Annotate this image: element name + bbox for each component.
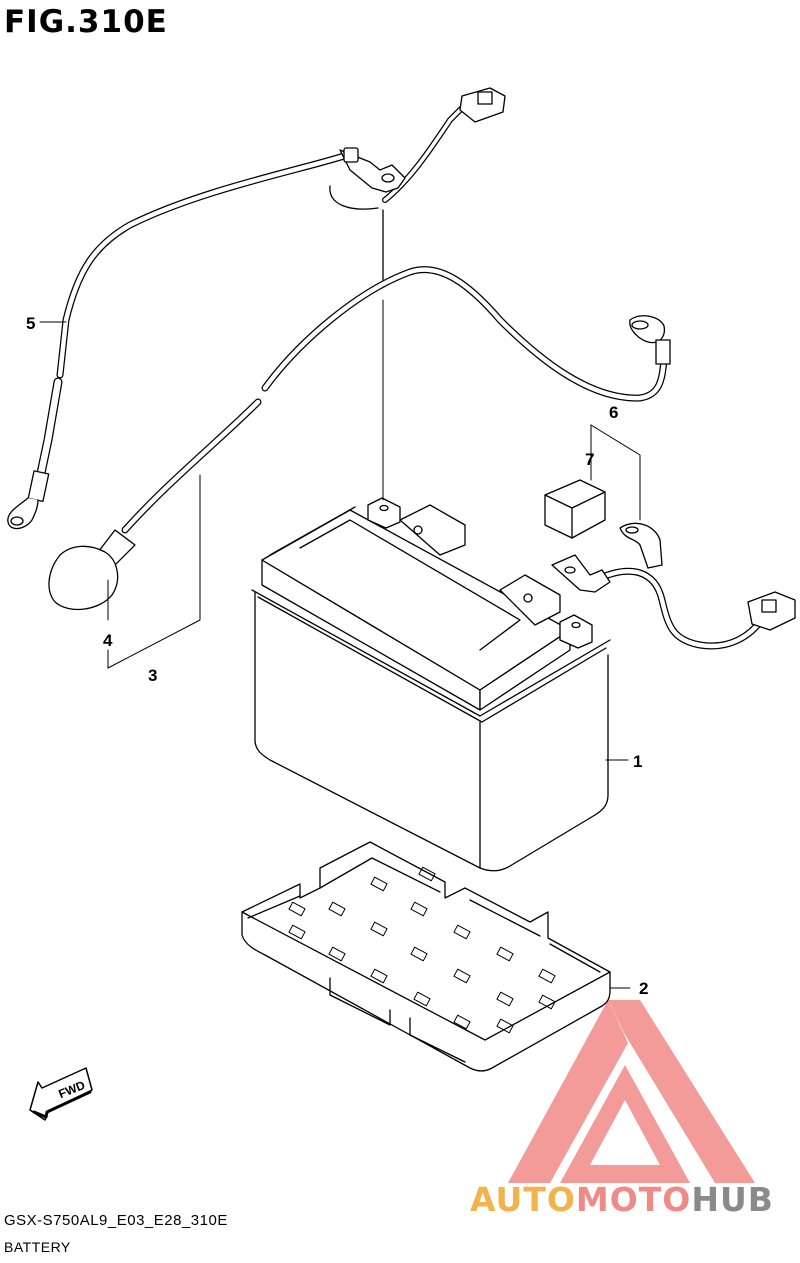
- footer-name: BATTERY: [4, 1239, 71, 1255]
- callout-5: 5: [26, 314, 35, 333]
- footer-code: GSX-S750AL9_E03_E28_310E: [4, 1212, 228, 1229]
- watermark-logo: [508, 1000, 755, 1183]
- item-3-cable: [48, 266, 671, 611]
- watermark-text: AUTOMOTOHUB: [470, 1180, 774, 1219]
- item-2-tray: [241, 841, 611, 1072]
- callout-7: 7: [585, 450, 594, 469]
- tray-slots: [288, 866, 556, 1034]
- leader-lines: [39, 321, 641, 989]
- watermark-part-auto: AUTO: [470, 1180, 576, 1219]
- callout-3: 3: [148, 666, 157, 685]
- item-1-battery: [251, 209, 611, 872]
- callout-6: 6: [609, 403, 618, 422]
- figure-title: FIG.310E: [4, 4, 168, 40]
- callout-1: 1: [633, 752, 642, 771]
- watermark-part-hub: HUB: [691, 1180, 774, 1219]
- callout-2: 2: [639, 979, 648, 998]
- item-6-cable: [544, 479, 796, 650]
- callout-4: 4: [103, 631, 113, 650]
- fwd-arrow-icon: [29, 1067, 93, 1121]
- item-5-cable: [7, 87, 506, 530]
- watermark-part-moto: MOTO: [575, 1180, 692, 1219]
